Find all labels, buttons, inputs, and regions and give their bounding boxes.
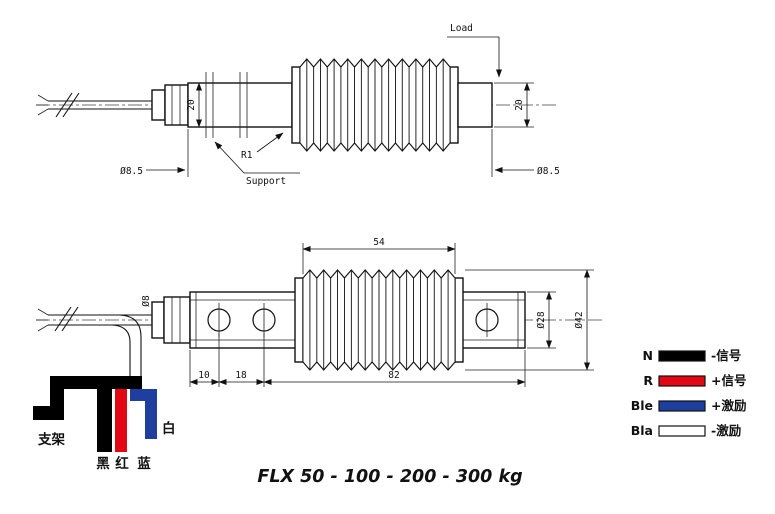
dim-18: 18 — [235, 370, 247, 381]
model-title: FLX 50 - 100 - 200 - 300 kg — [257, 467, 522, 487]
wire-black — [97, 376, 112, 452]
legend-row-r: R +信号 — [643, 373, 746, 388]
dim-20-right: 20 — [514, 99, 525, 111]
cable — [48, 100, 152, 110]
label-support: Support — [246, 176, 286, 187]
legend-desc-bla: -激励 — [711, 423, 741, 438]
bellows-collar-left — [291, 66, 301, 144]
ext-lines-dia42 — [465, 269, 594, 371]
legend-swatch-white — [658, 425, 706, 437]
bracket-arm — [50, 376, 142, 389]
legend-code-n: N — [643, 348, 653, 363]
legend-code-ble: Ble — [631, 398, 653, 413]
cable-pigtail — [36, 94, 49, 116]
legend-swatch-red — [658, 375, 706, 387]
dim-10: 10 — [198, 370, 210, 381]
gland-collar — [151, 301, 165, 339]
leader-r1 — [256, 132, 284, 153]
wiring-diagram: 支架 黑 红 蓝 白 — [33, 376, 176, 472]
dim-54: 54 — [373, 237, 385, 248]
gland-facets — [171, 297, 181, 343]
legend-row-ble: Ble +激励 — [631, 398, 747, 413]
bellows-collar-right — [449, 66, 459, 144]
bellows — [302, 269, 456, 371]
wire-red — [115, 389, 127, 452]
label-black-wire: 黑 — [96, 456, 110, 472]
bellows-collar-left — [294, 277, 304, 363]
wire-blue-horizontal — [130, 389, 157, 401]
cable-pigtail — [36, 308, 49, 332]
label-r1: R1 — [241, 150, 253, 161]
gland-collar — [151, 89, 166, 121]
dim-cable-dia: Ø8 — [141, 295, 152, 307]
label-blue-wire: 蓝 — [137, 455, 151, 472]
dim-dia42: Ø42 — [574, 311, 585, 328]
legend-desc-n: -信号 — [711, 348, 741, 363]
dim-82: 82 — [388, 370, 399, 381]
legend-swatch-blue — [658, 400, 706, 412]
gland-facets — [171, 85, 181, 125]
dim-dia28: Ø28 — [536, 311, 547, 328]
label-bracket: 支架 — [37, 431, 65, 448]
legend-row-bla: Bla -激励 — [631, 423, 741, 438]
load-end-block — [457, 82, 493, 128]
gland-nut — [163, 296, 191, 344]
legend-code-bla: Bla — [631, 423, 653, 438]
top-view: 20 20 Ø8.5 Ø8.5 R1 Support Load — [36, 23, 560, 187]
bottom-view: Ø8 54 Ø28 Ø42 10 18 — [36, 237, 604, 387]
leader-support — [214, 141, 245, 174]
gland-nut — [164, 84, 189, 126]
cable-break-symbol — [55, 92, 80, 118]
body-detail-lines — [190, 292, 525, 348]
dim-dia-right: Ø8.5 — [537, 166, 560, 177]
wire-legend: N -信号 R +信号 Ble +激励 Bla -激励 — [631, 348, 747, 438]
legend-desc-r: +信号 — [711, 373, 746, 388]
legend-code-r: R — [643, 373, 653, 388]
bellows-pleats — [299, 59, 451, 151]
cable-elbow — [111, 314, 142, 376]
dim-20-left: 20 — [186, 99, 197, 111]
legend-row-n: N -信号 — [643, 348, 742, 363]
bellows-pleats — [302, 270, 456, 370]
legend-swatch-black — [658, 350, 706, 362]
label-load: Load — [450, 23, 473, 34]
ext-lines-bottom — [189, 333, 526, 387]
cable-break-symbol — [54, 306, 79, 332]
hole-crosshairs — [218, 303, 488, 337]
wire-blue-vertical — [145, 401, 157, 439]
bracket-foot — [33, 406, 64, 420]
support-zone-marks — [205, 72, 248, 138]
bellows-collar-right — [454, 277, 464, 363]
label-white-wire: 白 — [162, 420, 176, 437]
dim-dia-left: Ø8.5 — [120, 166, 143, 177]
legend-desc-ble: +激励 — [711, 398, 746, 413]
label-red-wire: 红 — [115, 455, 129, 472]
bellows — [299, 58, 451, 152]
